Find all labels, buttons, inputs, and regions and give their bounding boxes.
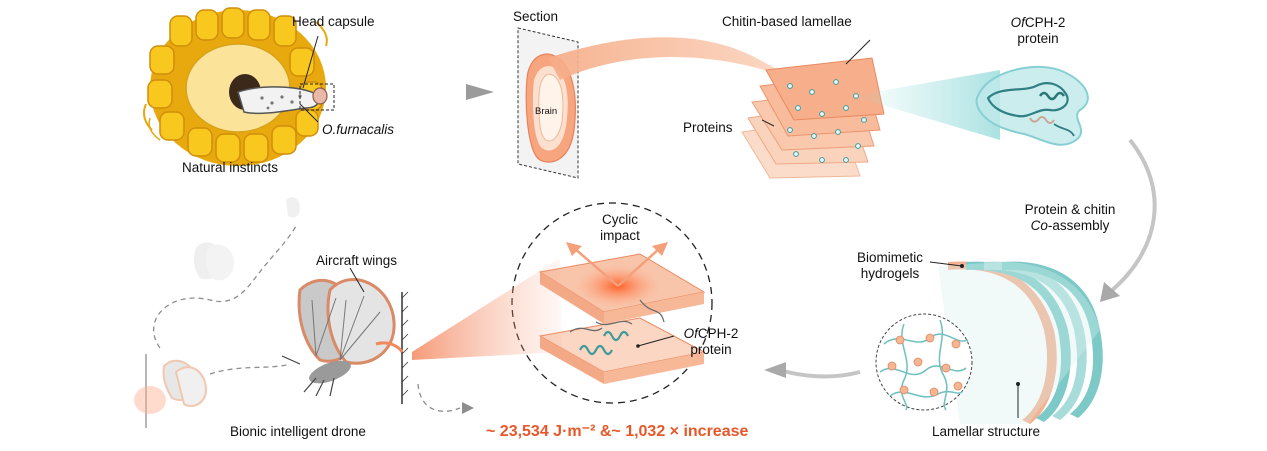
chitin-lamellae-label: Chitin-based lamellae (722, 14, 852, 29)
cyclic-line1: Cyclic (602, 212, 638, 227)
species-label: O.furnacalis (322, 122, 395, 137)
assembly-rest: -assembly (1047, 218, 1110, 233)
result-highlight: ~ 23,534 J·m⁻² &~ 1,032 × increase (486, 423, 749, 440)
protein-title: OfCPH-2 protein (1008, 15, 1068, 47)
natural-instincts-caption: Natural instincts (182, 160, 279, 175)
hydrogel-line1: Biomimetic (856, 250, 923, 265)
assembly-italic: Co (1030, 218, 1048, 233)
impact-protein-italic: Of (683, 326, 698, 341)
assembly-label: Protein & chitin Co-assembly (1015, 202, 1125, 234)
zoom-beam-wing (412, 258, 562, 360)
aircraft-wings-label: Aircraft wings (316, 253, 398, 268)
hydrogel-layers (929, 261, 1103, 424)
head-capsule-label: Head capsule (292, 14, 375, 29)
protein-name-rest: CPH-2 (1024, 15, 1066, 30)
drone-caption: Bionic intelligent drone (230, 424, 366, 439)
impact-protein-line2: protein (690, 342, 732, 357)
corn-cob-illustration (143, 7, 335, 166)
flow-arrow-curved (1108, 138, 1157, 294)
lamellar-structure-caption: Lamellar structure (932, 424, 1041, 439)
cyclic-impact-label: Cyclic impact (590, 212, 650, 244)
drone-illustration (134, 197, 474, 428)
impact-protein-label: OfCPH-2 protein (676, 326, 746, 358)
flow-arrow-head (764, 362, 786, 378)
proteins-label: Proteins (683, 120, 733, 135)
hydrogel-zoom-circle (875, 313, 973, 411)
zoom-beam-protein (852, 70, 1000, 140)
section-illustration (517, 27, 579, 179)
hydrogel-line2: hydrogels (860, 266, 920, 281)
assembly-line1: Protein & chitin (1024, 202, 1116, 217)
flow-arrow-head (466, 84, 494, 100)
impact-protein-rest: CPH-2 (697, 326, 739, 341)
cyclic-line2: impact (600, 228, 640, 243)
brain-label: Brain (535, 106, 558, 117)
lamellae-stack (741, 39, 885, 179)
flow-arrow (779, 368, 861, 379)
section-title: Section (513, 9, 559, 24)
protein-name-italic: Of (1010, 15, 1025, 30)
protein-structure (975, 65, 1089, 146)
zoom-ribbon (548, 37, 800, 82)
flow-arrow-head (1100, 282, 1120, 302)
protein-title-line2: protein (1017, 31, 1059, 46)
hydrogel-label: Biomimetic hydrogels (850, 250, 930, 282)
